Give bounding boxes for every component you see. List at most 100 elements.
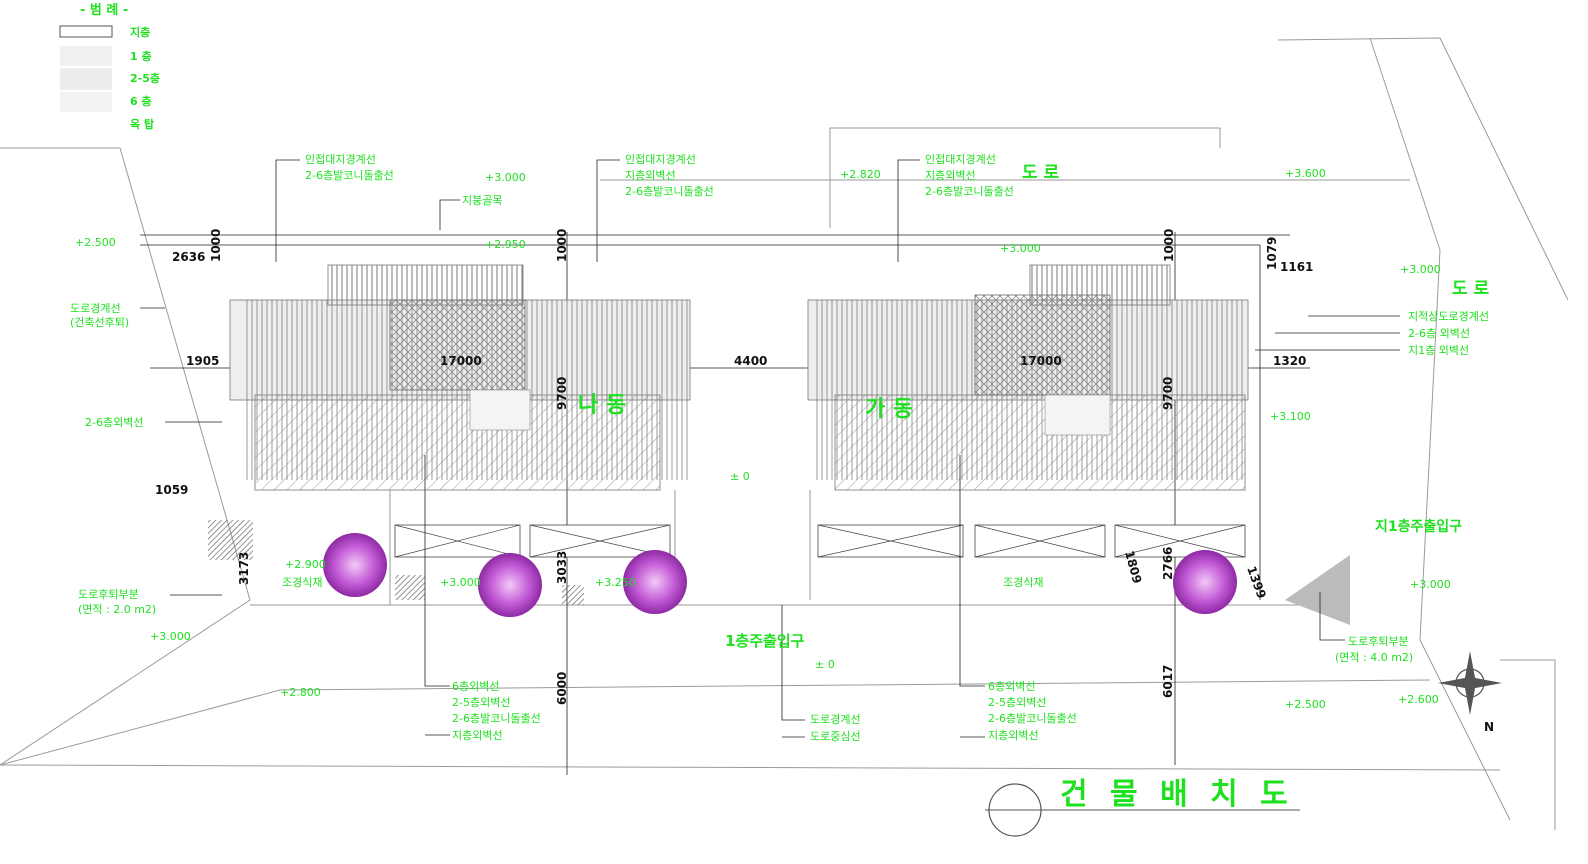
level-mark: +2.820	[840, 168, 881, 181]
dim-3173: 3173	[237, 552, 251, 585]
label-br-3: 2-6층발코니돌출선	[988, 712, 1077, 725]
level-mark: +3.000	[1410, 578, 1451, 591]
dim-17000-right: 17000	[1020, 354, 1062, 368]
label-bl-4: 지층외벽선	[452, 729, 503, 742]
tree-1	[323, 533, 387, 597]
dim-1161: 1161	[1280, 260, 1313, 274]
level-mark: +2.500	[1285, 698, 1326, 711]
label-cut-left-area: (면적 : 2.0 m2)	[78, 603, 156, 616]
building-label-na: 나 동	[578, 393, 626, 418]
legend-title: - 범 례 -	[80, 2, 128, 18]
tree-2	[478, 553, 542, 617]
legend-swatch-2-5f	[60, 68, 112, 90]
level-mark: +2.600	[1398, 693, 1439, 706]
dim-1320: 1320	[1273, 354, 1306, 368]
level-mark: +2.900	[285, 558, 326, 571]
dim-2636: 2636	[172, 250, 205, 264]
label-br-1: 6층외벽선	[988, 680, 1035, 693]
level-mark: +3.000	[1400, 263, 1441, 276]
level-mark: ± 0	[815, 658, 835, 671]
level-mark: +3.000	[440, 576, 481, 589]
level-mark: +3.000	[485, 171, 526, 184]
label-frame-post: 지붕골목	[462, 194, 502, 207]
dim-1079: 1079	[1265, 237, 1279, 270]
site-boundary	[0, 37, 1569, 830]
label-garden-right: 조경식재	[1003, 576, 1043, 589]
label-lt-a2: 2-6층발코니돌출선	[305, 169, 394, 182]
dim-2766: 2766	[1161, 547, 1175, 580]
legend-item-2-5f: 2-5층	[130, 71, 160, 85]
label-bl-1: 6층외벽선	[452, 680, 499, 693]
dim-17000-left: 17000	[440, 354, 482, 368]
label-right-1: 지적상도로경계선	[1408, 310, 1489, 323]
level-mark: +3.600	[1285, 167, 1326, 180]
legend-item-1f: 1 층	[130, 49, 152, 63]
label-lt-b3: 2-6층발코니돌출선	[625, 185, 714, 198]
label-br-4: 지층외벽선	[988, 729, 1039, 742]
label-bl-2: 2-5층외벽선	[452, 696, 510, 709]
road-label-right: 도 로	[1452, 279, 1490, 299]
legend-swatch-basement	[59, 25, 113, 38]
building-ga	[807, 264, 1249, 600]
label-left-road: 도로경계선	[70, 302, 121, 315]
level-mark: +2.800	[280, 686, 321, 699]
dim-1905: 1905	[186, 354, 219, 368]
level-mark: ± 0	[730, 470, 750, 483]
label-cut-right-area: (면적 : 4.0 m2)	[1335, 651, 1413, 664]
label-br-2: 2-5층외벽선	[988, 696, 1046, 709]
tree-3	[623, 550, 687, 614]
dim-9700-left: 9700	[555, 377, 569, 410]
dim-1000-left: 1000	[209, 229, 223, 262]
label-lt-a1: 인접대지경계선	[305, 153, 376, 166]
building-na	[229, 264, 691, 605]
dim-1000-right: 1000	[1162, 229, 1176, 262]
label-left-wall: 2-6층외벽선	[85, 416, 143, 429]
tree-4	[1173, 550, 1237, 614]
legend-swatch-1f	[60, 46, 112, 66]
label-lt-c2: 지층외벽선	[925, 169, 976, 182]
level-mark: +2.950	[485, 238, 526, 251]
label-garden-left: 조경식재	[282, 576, 322, 589]
label-bm-1: 도로경계선	[810, 713, 861, 726]
label-lt-b2: 지층외벽선	[625, 169, 676, 182]
title-text: 건 물 배 치 도	[1060, 777, 1294, 812]
building-label-ga: 가 동	[865, 397, 913, 422]
dim-6017: 6017	[1161, 665, 1175, 698]
level-mark: +3.000	[1000, 242, 1041, 255]
north-arrow-icon: N	[1438, 651, 1502, 734]
hatch-setback-right	[1285, 555, 1350, 625]
label-left-road-setback: (건축선후퇴)	[70, 316, 129, 329]
label-cut-right: 도로후퇴부분	[1348, 635, 1409, 648]
label-1f-entry: 1층주출입구	[725, 632, 805, 650]
dim-9700-right: 9700	[1161, 377, 1175, 410]
level-marks: +2.500 +3.000 +2.950 +2.820 +3.600 +3.00…	[75, 167, 1451, 711]
label-bm-2: 도로중심선	[810, 730, 861, 743]
dim-1059: 1059	[155, 483, 188, 497]
dim-3033: 3033	[555, 551, 569, 584]
legend-item-6f: 6 층	[130, 94, 152, 108]
dim-4400: 4400	[734, 354, 767, 368]
hatch-step-left	[395, 575, 425, 600]
label-lt-c1: 인접대지경계선	[925, 153, 996, 166]
label-right-2: 2-6층 외벽선	[1408, 327, 1470, 340]
dim-1399: 1399	[1244, 564, 1269, 600]
label-bl-3: 2-6층발코니돌출선	[452, 712, 541, 725]
label-right-3: 지1층 외벽선	[1408, 344, 1469, 357]
level-mark: +3.000	[150, 630, 191, 643]
legend-item-basement: 지층	[130, 25, 150, 39]
label-cut-left: 도로후퇴부분	[78, 588, 139, 601]
label-lt-b1: 인접대지경계선	[625, 153, 696, 166]
hatch-setback-left	[208, 520, 253, 560]
svg-text:N: N	[1484, 720, 1494, 734]
level-mark: +3.250	[595, 576, 636, 589]
level-mark: +2.500	[75, 236, 116, 249]
legend-item-rooftop: 옥 탑	[130, 118, 154, 131]
road-label-top: 도 로	[1022, 163, 1060, 183]
legend: - 범 례 - 지층 1 층 2-5층 6 층 옥 탑	[59, 2, 160, 131]
leader-lines	[140, 159, 1400, 738]
dim-6000: 6000	[555, 672, 569, 705]
legend-swatch-6f	[60, 92, 112, 112]
drawing-title: 건 물 배 치 도	[985, 777, 1300, 837]
hatch-step-mid	[562, 585, 584, 605]
